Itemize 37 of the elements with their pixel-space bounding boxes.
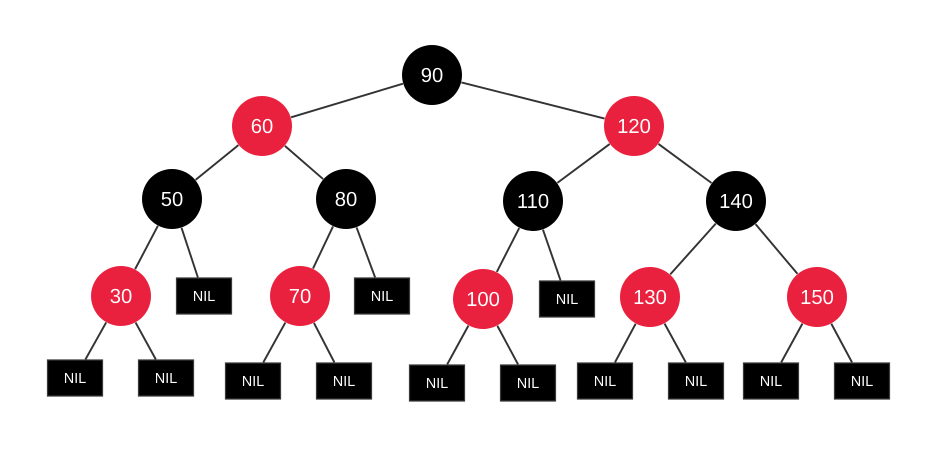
- connector-line: [670, 222, 716, 276]
- connector-line: [290, 82, 404, 118]
- connector-line: [313, 322, 336, 363]
- nil-box: NIL: [316, 362, 372, 400]
- nil-box: NIL: [176, 277, 232, 315]
- nil-box: NIL: [538, 280, 596, 318]
- nil-box: NIL: [224, 362, 282, 400]
- connector-line: [754, 224, 798, 274]
- connector-line: [780, 323, 804, 363]
- nil-box: NIL: [576, 362, 634, 400]
- connector-line: [134, 322, 157, 360]
- nil-box: NIL: [354, 277, 410, 315]
- connector-line: [658, 143, 712, 184]
- connector-line: [262, 322, 286, 363]
- connector-line: [284, 145, 324, 180]
- connector-line: [496, 228, 520, 272]
- connector-line: [461, 81, 605, 120]
- connector-line: [84, 322, 107, 360]
- connector-line: [542, 229, 562, 281]
- connector-line: [664, 323, 687, 363]
- connector-line: [614, 323, 637, 363]
- nil-box: NIL: [408, 364, 466, 402]
- connector-line: [446, 325, 470, 365]
- connector-line: [496, 325, 519, 365]
- connector-line: [830, 323, 853, 363]
- nil-box: NIL: [46, 359, 104, 397]
- connector-line: [312, 226, 334, 269]
- connector-line: [194, 144, 240, 181]
- connector-line: [356, 227, 376, 278]
- nil-box: NIL: [834, 362, 890, 400]
- nil-box: NIL: [742, 362, 800, 400]
- connector-line: [134, 225, 159, 270]
- nil-box: NIL: [138, 359, 194, 397]
- nil-box: NIL: [500, 364, 556, 402]
- nil-box: NIL: [668, 362, 724, 400]
- connector-line: [180, 228, 199, 278]
- connector-line: [556, 143, 610, 184]
